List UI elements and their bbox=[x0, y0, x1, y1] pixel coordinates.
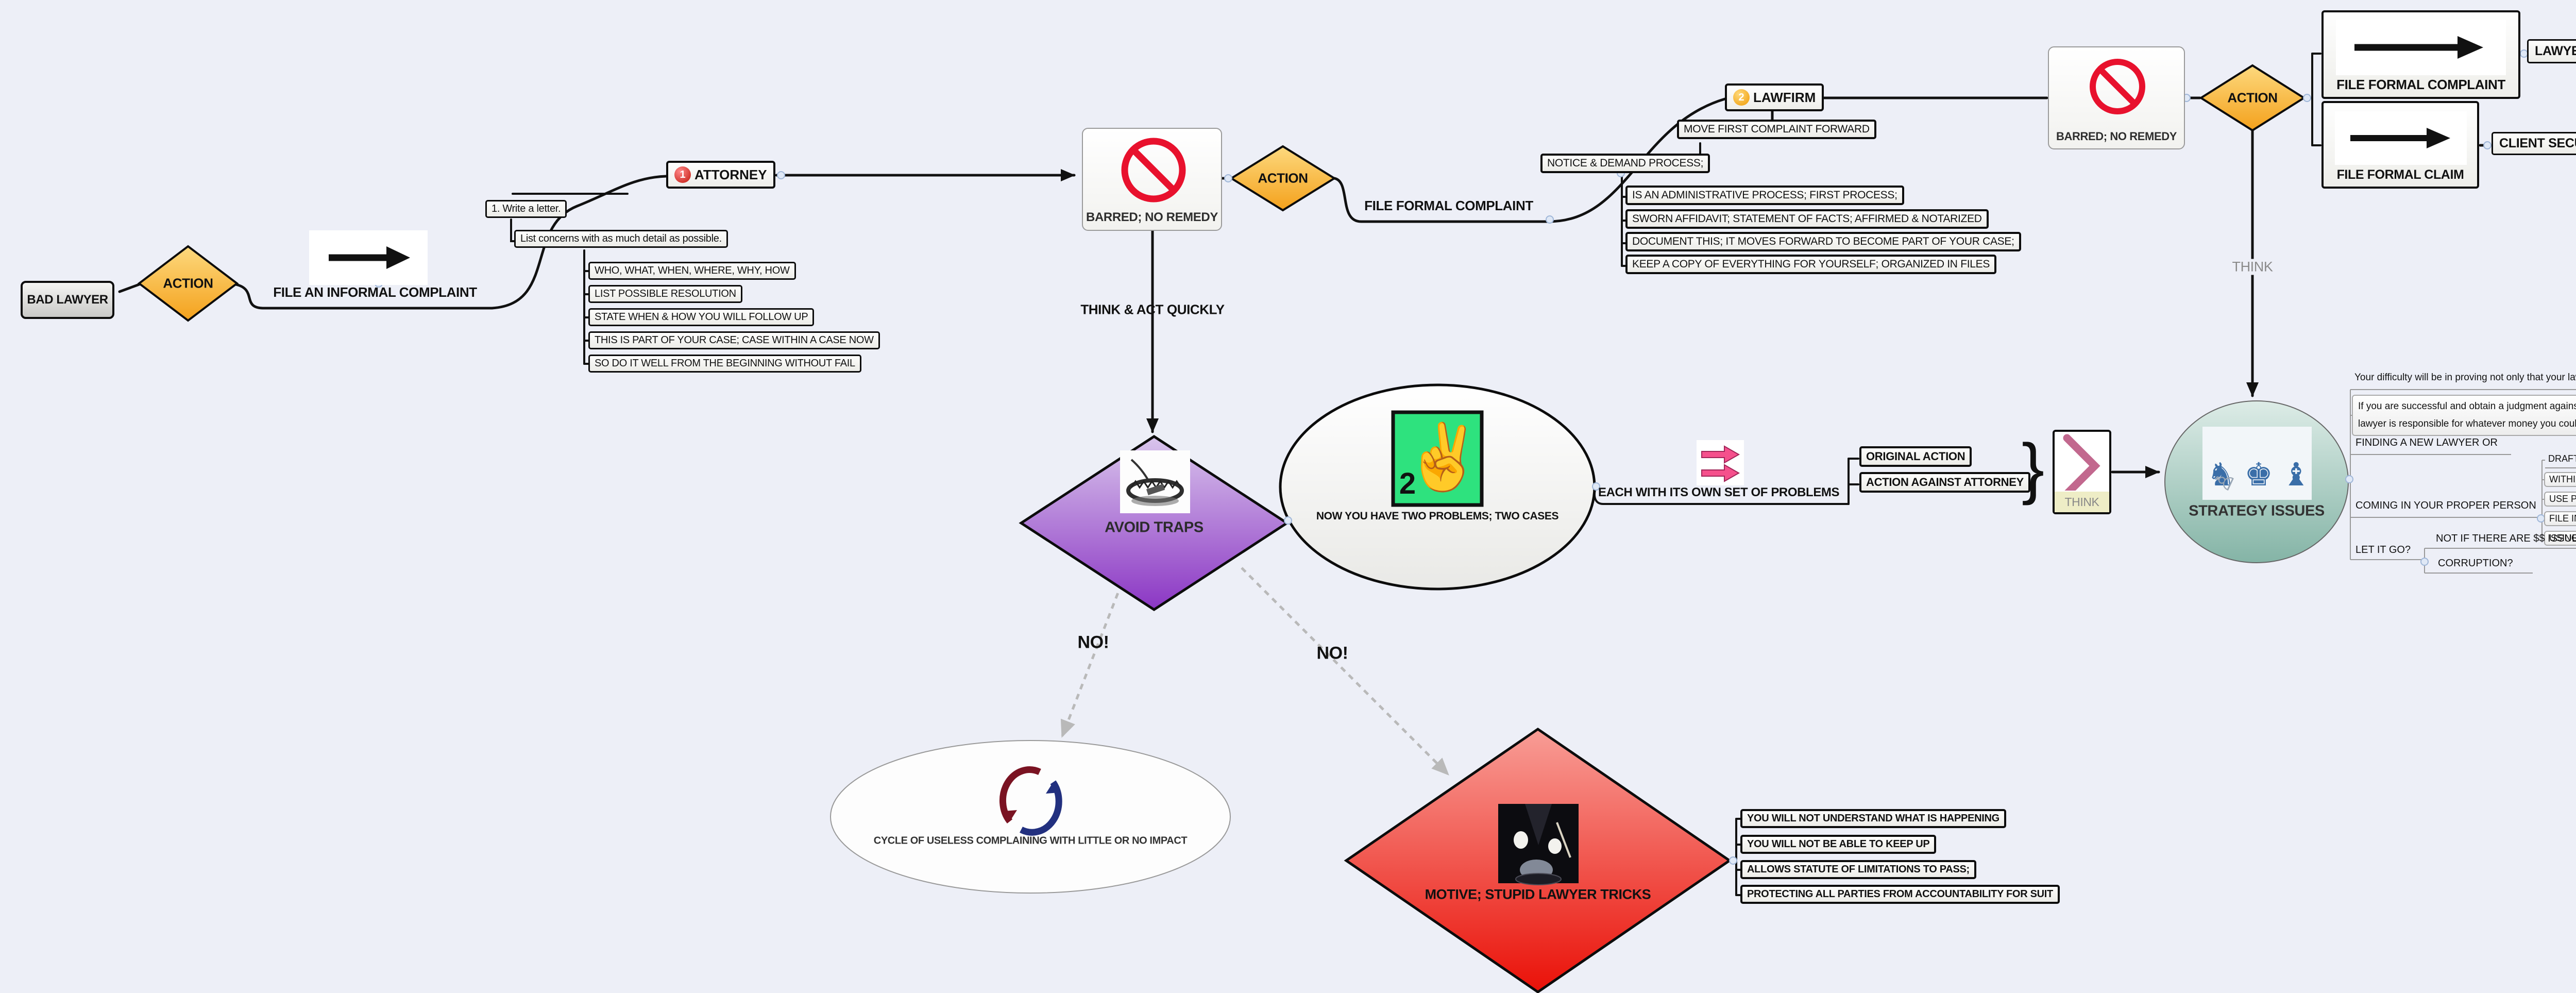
barred1-label: BARRED; NO REMEDY bbox=[1086, 210, 1218, 224]
think-box-node[interactable]: THINK bbox=[2053, 430, 2111, 514]
svg-text:♞ ♚ ♝: ♞ ♚ ♝ bbox=[2207, 457, 2310, 493]
motive-item-node[interactable]: PROTECTING ALL PARTIES FROM ACCOUNTABILI… bbox=[1740, 885, 2060, 904]
file-informal-label[interactable]: FILE AN INFORMAL COMPLAINT bbox=[273, 284, 477, 300]
victory-hand-icon: ✌ 2 bbox=[1391, 410, 1484, 507]
barred1-node[interactable]: BARRED; NO REMEDY bbox=[1082, 128, 1222, 231]
notice-demand-node[interactable]: NOTICE & DEMAND PROCESS; bbox=[1540, 154, 1710, 173]
no-label-1: NO! bbox=[1077, 632, 1109, 652]
magician-icon bbox=[1498, 804, 1579, 885]
original-action-node[interactable]: ORIGINAL ACTION bbox=[1859, 446, 1972, 467]
cycle-icon bbox=[999, 766, 1062, 836]
think-line-label: THINK bbox=[2229, 259, 2276, 275]
bad-lawyer-label: BAD LAWYER bbox=[27, 293, 108, 307]
bear-trap-icon bbox=[1120, 450, 1190, 513]
action-diamonds[interactable] bbox=[137, 64, 2576, 322]
motive-item-node[interactable]: ALLOWS STATUTE OF LIMITATIONS TO PASS; bbox=[1740, 860, 1976, 879]
letter-item-node[interactable]: SO DO IT WELL FROM THE BEGINNING WITHOUT… bbox=[588, 355, 861, 373]
proper-item-node[interactable]: FILE IN PROPER VENUE bbox=[2544, 511, 2576, 526]
two-problems-ellipse[interactable] bbox=[1279, 383, 1596, 591]
file-formal-claim-label: FILE FORMAL CLAIM bbox=[2336, 167, 2464, 182]
right-arrow-icon bbox=[2336, 20, 2506, 75]
two-problems-label: NOW YOU HAVE TWO PROBLEMS; TWO CASES bbox=[1316, 510, 1559, 522]
letter-item-node[interactable]: WHO, WHAT, WHEN, WHERE, WHY, HOW bbox=[588, 262, 796, 280]
strategy-issues-label: STRATEGY ISSUES bbox=[2189, 502, 2325, 519]
list-concerns-node[interactable]: List concerns with as much detail as pos… bbox=[514, 230, 728, 248]
think-act-quickly-label: THINK & ACT QUICKLY bbox=[1080, 301, 1225, 317]
barred2-node[interactable]: BARRED; NO REMEDY bbox=[2048, 46, 2185, 149]
brace-glyph: } bbox=[2022, 430, 2045, 506]
motive-item-node[interactable]: YOU WILL NOT BE ABLE TO KEEP UP bbox=[1740, 835, 1937, 854]
motive-label: MOTIVE; STUPID LAWYER TRICKS bbox=[1425, 886, 1651, 902]
no-label-2: NO! bbox=[1316, 643, 1348, 663]
sub-branch-connectors bbox=[510, 53, 2321, 896]
proper-person-label[interactable]: COMING IN YOUR PROPER PERSON bbox=[2355, 500, 2536, 511]
right-arrow-icon bbox=[2335, 111, 2467, 165]
file-formal-claim-node[interactable]: FILE FORMAL CLAIM bbox=[2321, 101, 2479, 189]
letter-item-node[interactable]: THIS IS PART OF YOUR CASE; CASE WITHIN A… bbox=[588, 331, 880, 349]
notice-item-node[interactable]: KEEP A COPY OF EVERYTHING FOR YOURSELF; … bbox=[1625, 255, 1997, 274]
letter-item-node[interactable]: STATE WHEN & HOW YOU WILL FOLLOW UP bbox=[588, 308, 815, 326]
proper-item-node[interactable]: USING PROPER PROCESS bbox=[2544, 531, 2576, 546]
avoid-traps-label: AVOID TRAPS bbox=[1105, 519, 1204, 536]
strategy-note1[interactable]: Your difficulty will be in proving not o… bbox=[2354, 372, 2576, 383]
action-against-node[interactable]: ACTION AGAINST ATTORNEY bbox=[1859, 472, 2030, 493]
lawfirm-node[interactable]: 2 LAWFIRM bbox=[1725, 83, 1824, 111]
attorney-label: ATTORNEY bbox=[694, 166, 767, 182]
svg-text:✌: ✌ bbox=[1403, 418, 1484, 496]
right-arrow-icon bbox=[329, 246, 410, 269]
finding-lawyer-label[interactable]: FINDING A NEW LAWYER OR bbox=[2355, 437, 2498, 448]
barred2-label: BARRED; NO REMEDY bbox=[2056, 130, 2177, 143]
action2-label: ACTION bbox=[1258, 170, 1308, 186]
judgment-note-line1: If you are successful and obtain a judgm… bbox=[2358, 401, 2576, 412]
notice-item-node[interactable]: IS AN ADMINISTRATIVE PROCESS; FIRST PROC… bbox=[1625, 186, 1904, 205]
arrow-image-1 bbox=[309, 230, 428, 285]
action1-label: ACTION bbox=[163, 275, 213, 291]
attorney-node[interactable]: 1 ATTORNEY bbox=[666, 161, 775, 189]
corruption-label[interactable]: CORRUPTION? bbox=[2438, 558, 2513, 569]
write-letter-node[interactable]: 1. Write a letter. bbox=[485, 200, 567, 218]
judgment-note-line2: lawyer is responsible for whatever money… bbox=[2358, 418, 2576, 429]
strategy-ellipse[interactable] bbox=[2164, 400, 2349, 563]
branch-connectors bbox=[118, 52, 2528, 478]
double-arrow-icon bbox=[1697, 440, 1744, 485]
motive-diamond[interactable] bbox=[1344, 727, 1732, 993]
file-formal-complaint1-label[interactable]: FILE FORMAL COMPLAINT bbox=[1364, 198, 1533, 213]
cycle-ellipse[interactable] bbox=[830, 740, 1231, 894]
move-first-node[interactable]: MOVE FIRST COMPLAINT FORWARD bbox=[1677, 120, 1876, 139]
file-formal-complaint-node[interactable]: FILE FORMAL COMPLAINT bbox=[2321, 10, 2520, 99]
bad-lawyer-node[interactable]: BAD LAWYER bbox=[21, 281, 114, 319]
svg-text:2: 2 bbox=[1399, 467, 1416, 500]
notice-item-node[interactable]: DOCUMENT THIS; IT MOVES FORWARD TO BECOM… bbox=[1625, 232, 2021, 251]
chevron-right-icon bbox=[2063, 434, 2100, 498]
action3-label: ACTION bbox=[2227, 90, 2278, 106]
lawfirm-badge-icon: 2 bbox=[1733, 89, 1750, 106]
let-it-go-label[interactable]: LET IT GO? bbox=[2355, 544, 2411, 556]
prohibition-icon bbox=[1121, 138, 1186, 203]
letter-item-node[interactable]: LIST POSSIBLE RESOLUTION bbox=[588, 285, 742, 303]
no-dollar-label[interactable]: NOT IF THERE ARE $$ ISSUES bbox=[2436, 533, 2576, 544]
no-arrows bbox=[1060, 567, 1449, 776]
motive-item-node[interactable]: YOU WILL NOT UNDERSTAND WHAT IS HAPPENIN… bbox=[1740, 809, 2006, 828]
proper-item-node[interactable]: USE PROPER AUTHORITIES bbox=[2544, 492, 2576, 507]
svg-text:♙: ♙ bbox=[2209, 467, 2240, 496]
proper-item-node[interactable]: WITHIN PROPER TIME bbox=[2544, 472, 2576, 487]
each-with-label[interactable]: EACH WITH ITS OWN SET OF PROBLEMS bbox=[1598, 485, 1840, 499]
lawfirm-label: LAWFIRM bbox=[1753, 89, 1816, 105]
judgment-note-node[interactable]: If you are successful and obtain a judgm… bbox=[2352, 395, 2576, 436]
prohibition-icon bbox=[2090, 59, 2145, 114]
proper-item-label[interactable]: DRAFT PROPER CLAIM bbox=[2548, 453, 2576, 464]
file-formal-complaint-label: FILE FORMAL COMPLAINT bbox=[2336, 77, 2505, 92]
chess-icon: ♞ ♚ ♝ ♙ bbox=[2202, 427, 2312, 500]
lawyers-board-node[interactable]: LAWYERS BOARD PROFESSIONAL RESPONSIBILIT… bbox=[2527, 39, 2576, 63]
notice-item-node[interactable]: SWORN AFFIDAVIT; STATEMENT OF FACTS; AFF… bbox=[1625, 209, 1989, 229]
think-box-label: THINK bbox=[2055, 492, 2109, 512]
attorney-badge-icon: 1 bbox=[674, 166, 691, 183]
cycle-label: CYCLE OF USELESS COMPLAINING WITH LITTLE… bbox=[873, 835, 1188, 847]
client-security-node[interactable]: CLIENT SECURITY BOARD bbox=[2492, 132, 2576, 155]
